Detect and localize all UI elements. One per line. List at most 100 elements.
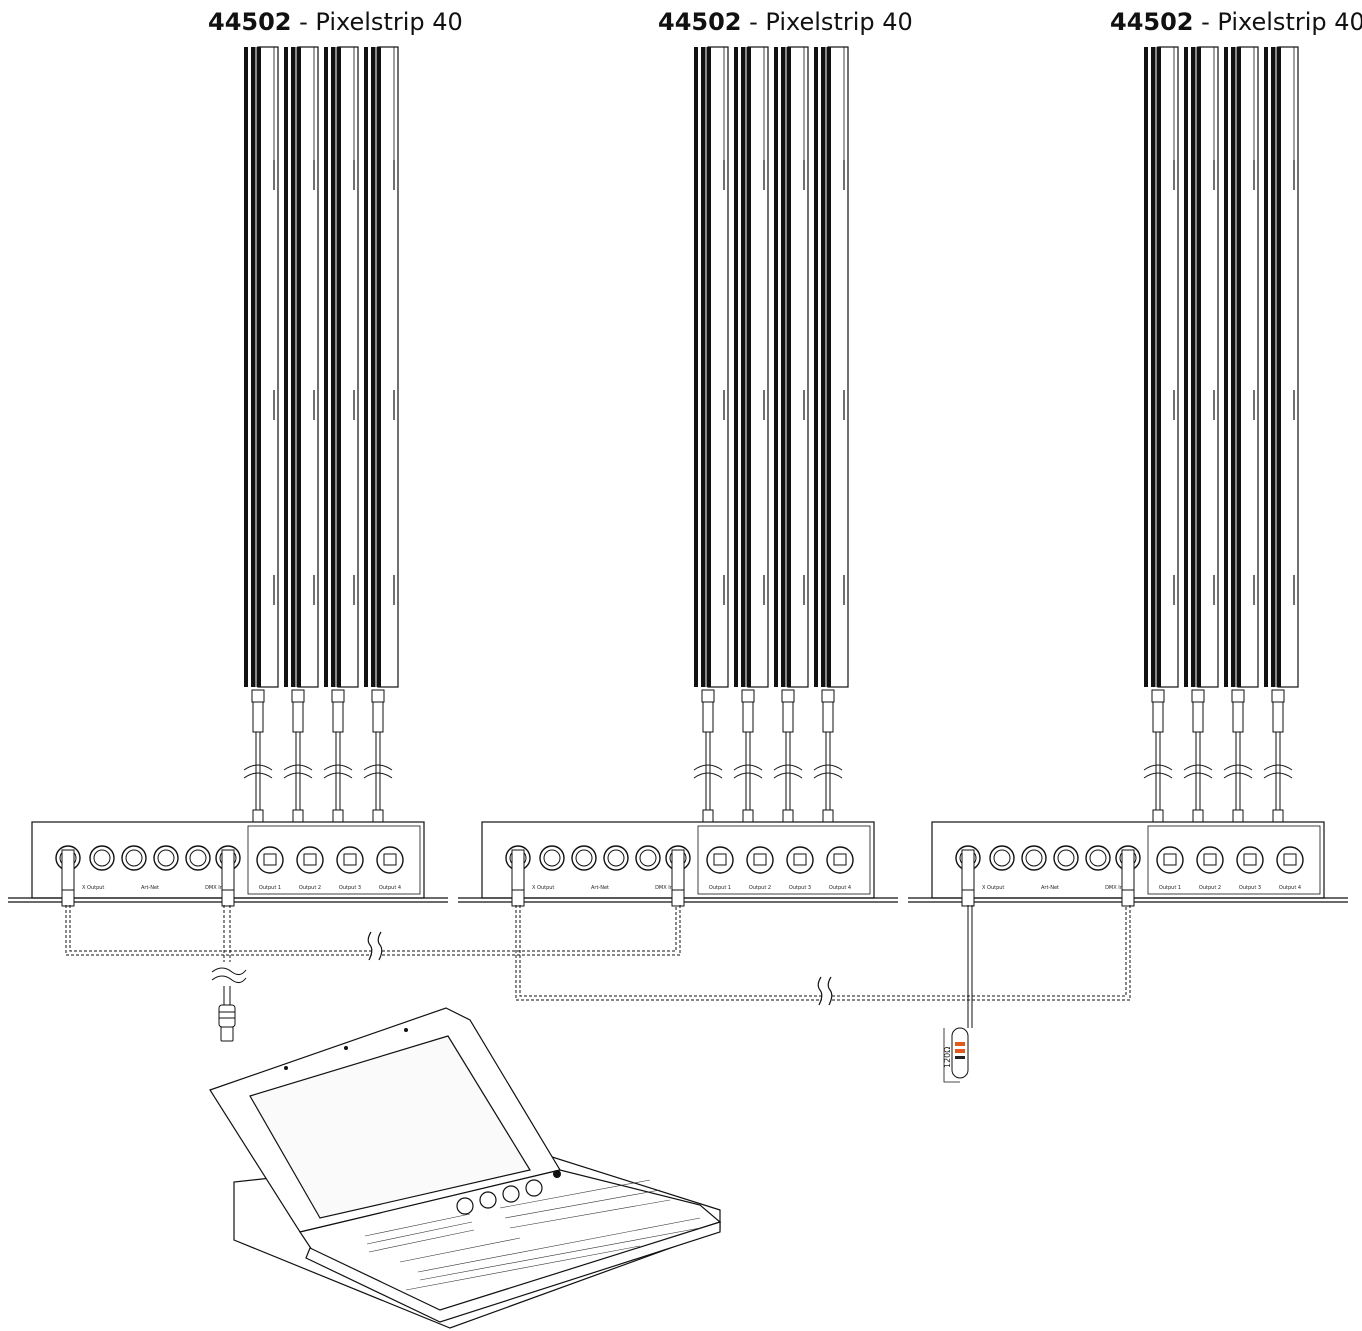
pixel-strip <box>1263 46 1299 843</box>
strip-body <box>364 47 381 687</box>
pixel-strip <box>1143 46 1179 843</box>
socket-ring <box>157 849 175 867</box>
dmx-input-label: DMX In <box>1105 885 1123 891</box>
strip-highlight <box>738 47 741 687</box>
cable-break <box>733 764 763 771</box>
cable-break <box>283 772 313 779</box>
group-3-separator: - <box>1193 8 1218 36</box>
output-port <box>296 846 324 874</box>
output-label: Output 1 <box>259 885 281 891</box>
strip-highlight <box>328 47 331 687</box>
output-port-inner <box>383 853 397 866</box>
pixel-strip <box>283 46 319 843</box>
socket-ring <box>575 849 593 867</box>
cable-break <box>1143 764 1173 771</box>
strip-plug <box>1192 701 1204 733</box>
cable-break <box>1183 764 1213 771</box>
cable-break <box>773 764 803 771</box>
cable-break <box>363 764 393 771</box>
group-2-model: 44502 <box>658 8 742 36</box>
strip-body <box>244 47 261 687</box>
strip-plug <box>742 701 754 733</box>
socket-ring <box>607 849 625 867</box>
output-label: Output 3 <box>789 885 811 891</box>
output-port <box>786 846 814 874</box>
group-1-model: 44502 <box>208 8 292 36</box>
console-xlr-plug <box>218 1004 236 1042</box>
cable-break <box>243 772 273 779</box>
output-port-inner <box>793 853 807 866</box>
output-label: Output 3 <box>339 885 361 891</box>
strip-plug <box>1272 701 1284 733</box>
dmx-output-label: X Output <box>532 885 554 891</box>
strip-plug <box>1152 701 1164 733</box>
strip-connector <box>291 689 305 703</box>
socket-ring <box>1089 849 1107 867</box>
strip-connector <box>701 689 715 703</box>
strip-body <box>324 47 341 687</box>
console-dmx-cable <box>211 905 247 1005</box>
pixel-strip <box>243 46 279 843</box>
strip-highlight <box>1148 47 1151 687</box>
strip-body <box>734 47 751 687</box>
cable-break <box>283 764 313 771</box>
strip-plug <box>292 701 304 733</box>
strip-body <box>814 47 831 687</box>
cable-break <box>1143 772 1173 779</box>
strip-highlight <box>778 47 781 687</box>
dmx-cable-2 <box>515 905 1131 1006</box>
strip-body <box>694 47 711 687</box>
pixel-strip <box>363 46 399 843</box>
pixel-strip <box>813 46 849 843</box>
group-title-3: 44502 - Pixelstrip 40 <box>1110 8 1362 36</box>
cable-break <box>363 772 393 779</box>
art-net-label: Art-Net <box>141 885 159 891</box>
pixel-strip <box>323 46 359 843</box>
socket-ring <box>543 849 561 867</box>
pixel-strip <box>733 46 769 843</box>
cable-break <box>243 764 273 771</box>
strip-body <box>774 47 791 687</box>
strip-body <box>284 47 301 687</box>
strip-highlight <box>368 47 371 687</box>
output-port-inner <box>753 853 767 866</box>
lighting-console <box>209 1007 722 1329</box>
cable-break <box>693 764 723 771</box>
strip-connector <box>251 689 265 703</box>
group-2-separator: - <box>741 8 766 36</box>
cable-break <box>773 772 803 779</box>
strip-body <box>1264 47 1281 687</box>
dmx-input-label: DMX In <box>205 885 223 891</box>
strip-body <box>1184 47 1201 687</box>
group-title-1: 44502 - Pixelstrip 40 <box>208 8 463 36</box>
strip-connector <box>371 689 385 703</box>
pixel-strip <box>773 46 809 843</box>
cable-break <box>323 764 353 771</box>
strip-body <box>1224 47 1241 687</box>
output-port <box>336 846 364 874</box>
socket-ring <box>639 849 657 867</box>
socket-ring <box>1057 849 1075 867</box>
cable-break <box>693 772 723 779</box>
output-label: Output 2 <box>1199 885 1221 891</box>
output-port-inner <box>303 853 317 866</box>
strip-connector <box>1271 689 1285 703</box>
strip-highlight <box>1228 47 1231 687</box>
group-1-separator: - <box>291 8 316 36</box>
strip-highlight <box>248 47 251 687</box>
cable-break <box>1263 764 1293 771</box>
output-port <box>1196 846 1224 874</box>
xlr-plug <box>671 849 685 907</box>
pixel-strip <box>693 46 729 843</box>
dmx-cable-1 <box>65 905 681 961</box>
strip-plug <box>372 701 384 733</box>
group-2-name: Pixelstrip 40 <box>765 8 913 36</box>
strip-body <box>1144 47 1161 687</box>
